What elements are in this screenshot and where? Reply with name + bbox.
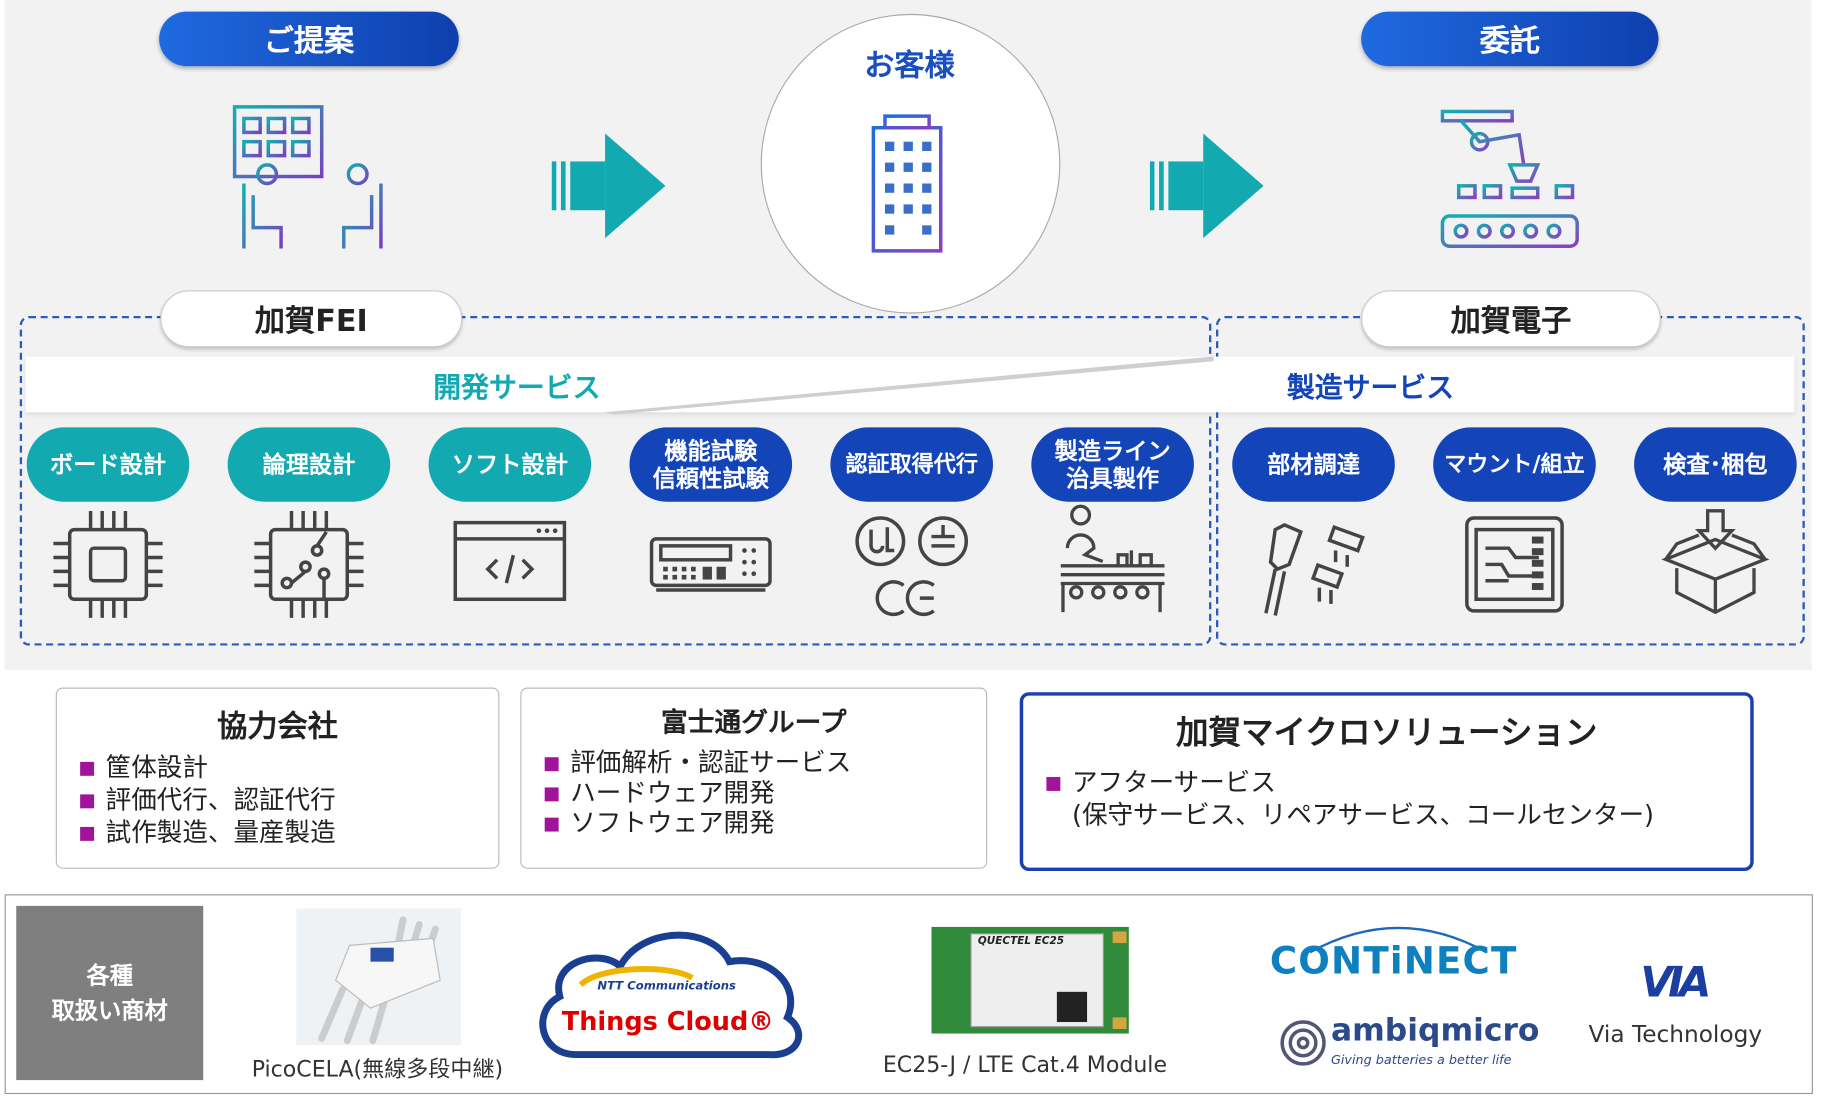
things-cloud-logo bbox=[539, 931, 803, 1059]
ec25-module-image bbox=[931, 926, 1129, 1034]
list-item: 筐体設計 bbox=[80, 753, 498, 786]
service-testing: 機能試験 信頼性試験 bbox=[629, 427, 793, 502]
bullet-icon bbox=[80, 761, 95, 776]
picocela-device-image bbox=[296, 908, 462, 1046]
proposal-label: ご提案 bbox=[159, 11, 459, 67]
bullet-icon bbox=[544, 757, 559, 772]
arrow-right-icon bbox=[551, 133, 666, 239]
bullet-icon bbox=[80, 826, 95, 841]
service-logic-design: 論理設計 bbox=[227, 427, 391, 502]
ec25-caption: EC25-J / LTE Cat.4 Module bbox=[882, 1052, 1168, 1078]
bullet-icon bbox=[1046, 776, 1061, 791]
mfg-services-title: 製造サービス bbox=[1286, 371, 1455, 405]
factory-robot-icon bbox=[1440, 109, 1579, 248]
meeting-icon bbox=[232, 105, 383, 249]
arrow-right-icon bbox=[1149, 133, 1264, 239]
things-cloud-text: Things Cloud® bbox=[561, 1008, 774, 1038]
list-item: 評価代行、認証代行 bbox=[80, 785, 498, 818]
picocela-caption: PicoCELA(無線多段中継) bbox=[251, 1056, 504, 1083]
products-label: 各種 取扱い商材 bbox=[16, 905, 204, 1081]
usb-components-icon bbox=[1264, 523, 1365, 616]
bullet-icon bbox=[544, 817, 559, 832]
kmsol-title: 加賀マイクロソリューション bbox=[1175, 713, 1598, 752]
service-software-design: ソフト設計 bbox=[428, 427, 592, 502]
via-caption: Via Technology bbox=[1588, 1019, 1763, 1048]
certification-marks-icon bbox=[855, 516, 969, 617]
bullet-icon bbox=[544, 787, 559, 802]
ambiq-logo: ambiqmicro bbox=[1330, 1012, 1540, 1049]
code-window-icon bbox=[453, 520, 567, 602]
test-instrument-icon bbox=[649, 537, 772, 592]
customer-label: お客様 bbox=[864, 48, 955, 84]
service-inspection-packing: 検査･梱包 bbox=[1634, 427, 1797, 502]
circuit-chip-icon bbox=[254, 511, 364, 618]
dev-services-box bbox=[19, 315, 1212, 646]
ambiq-logo-mark bbox=[1280, 1020, 1326, 1066]
service-board-design: ボード設計 bbox=[26, 427, 190, 502]
service-procurement: 部材調達 bbox=[1232, 427, 1395, 502]
service-mount-assembly: マウント/組立 bbox=[1433, 427, 1596, 502]
box-icon bbox=[1661, 509, 1770, 615]
bullet-icon bbox=[80, 794, 95, 809]
fujitsu-title: 富士通グループ bbox=[661, 708, 847, 739]
ntt-communications-text: NTT Communications bbox=[597, 980, 736, 993]
ambiq-tagline: Giving batteries a better life bbox=[1330, 1052, 1512, 1068]
list-item: アフターサービス (保守サービス、リペアサービス、コールセンター) bbox=[1046, 768, 1750, 833]
service-certification: 認証取得代行 bbox=[830, 427, 993, 502]
continect-logo: CONTiNECT bbox=[1269, 938, 1518, 983]
pcb-icon bbox=[1465, 516, 1564, 613]
via-logo: VIA bbox=[1640, 959, 1711, 1007]
kaga-fei-label: 加賀FEI bbox=[160, 290, 463, 348]
partners-card: 協力会社 筐体設計 評価代行、認証代行 試作製造、量産製造 bbox=[55, 687, 500, 869]
service-production-line: 製造ライン 治具製作 bbox=[1031, 427, 1194, 502]
building-icon bbox=[845, 114, 974, 254]
dev-services-title: 開発サービス bbox=[433, 371, 601, 405]
partners-title: 協力会社 bbox=[217, 709, 338, 745]
list-item: ソフトウェア開発 bbox=[544, 809, 986, 839]
continect-arc bbox=[1309, 926, 1488, 954]
list-item: 試作製造、量産製造 bbox=[80, 818, 498, 851]
consign-label: 委託 bbox=[1361, 11, 1659, 67]
kaga-denshi-label: 加賀電子 bbox=[1361, 290, 1661, 348]
fujitsu-card: 富士通グループ 評価解析・認証サービス ハードウェア開発 ソフトウェア開発 bbox=[520, 687, 988, 869]
chip-icon bbox=[53, 511, 163, 618]
kaga-micro-solution-card: 加賀マイクロソリューション アフターサービス (保守サービス、リペアサービス、コ… bbox=[1019, 692, 1754, 872]
list-item: 評価解析・認証サービス bbox=[544, 749, 986, 779]
production-line-icon bbox=[1060, 504, 1165, 613]
ec25-chip-label: QUECTEL EC25 bbox=[977, 936, 1065, 948]
band-divider bbox=[603, 356, 1214, 415]
list-item: ハードウェア開発 bbox=[544, 779, 986, 809]
